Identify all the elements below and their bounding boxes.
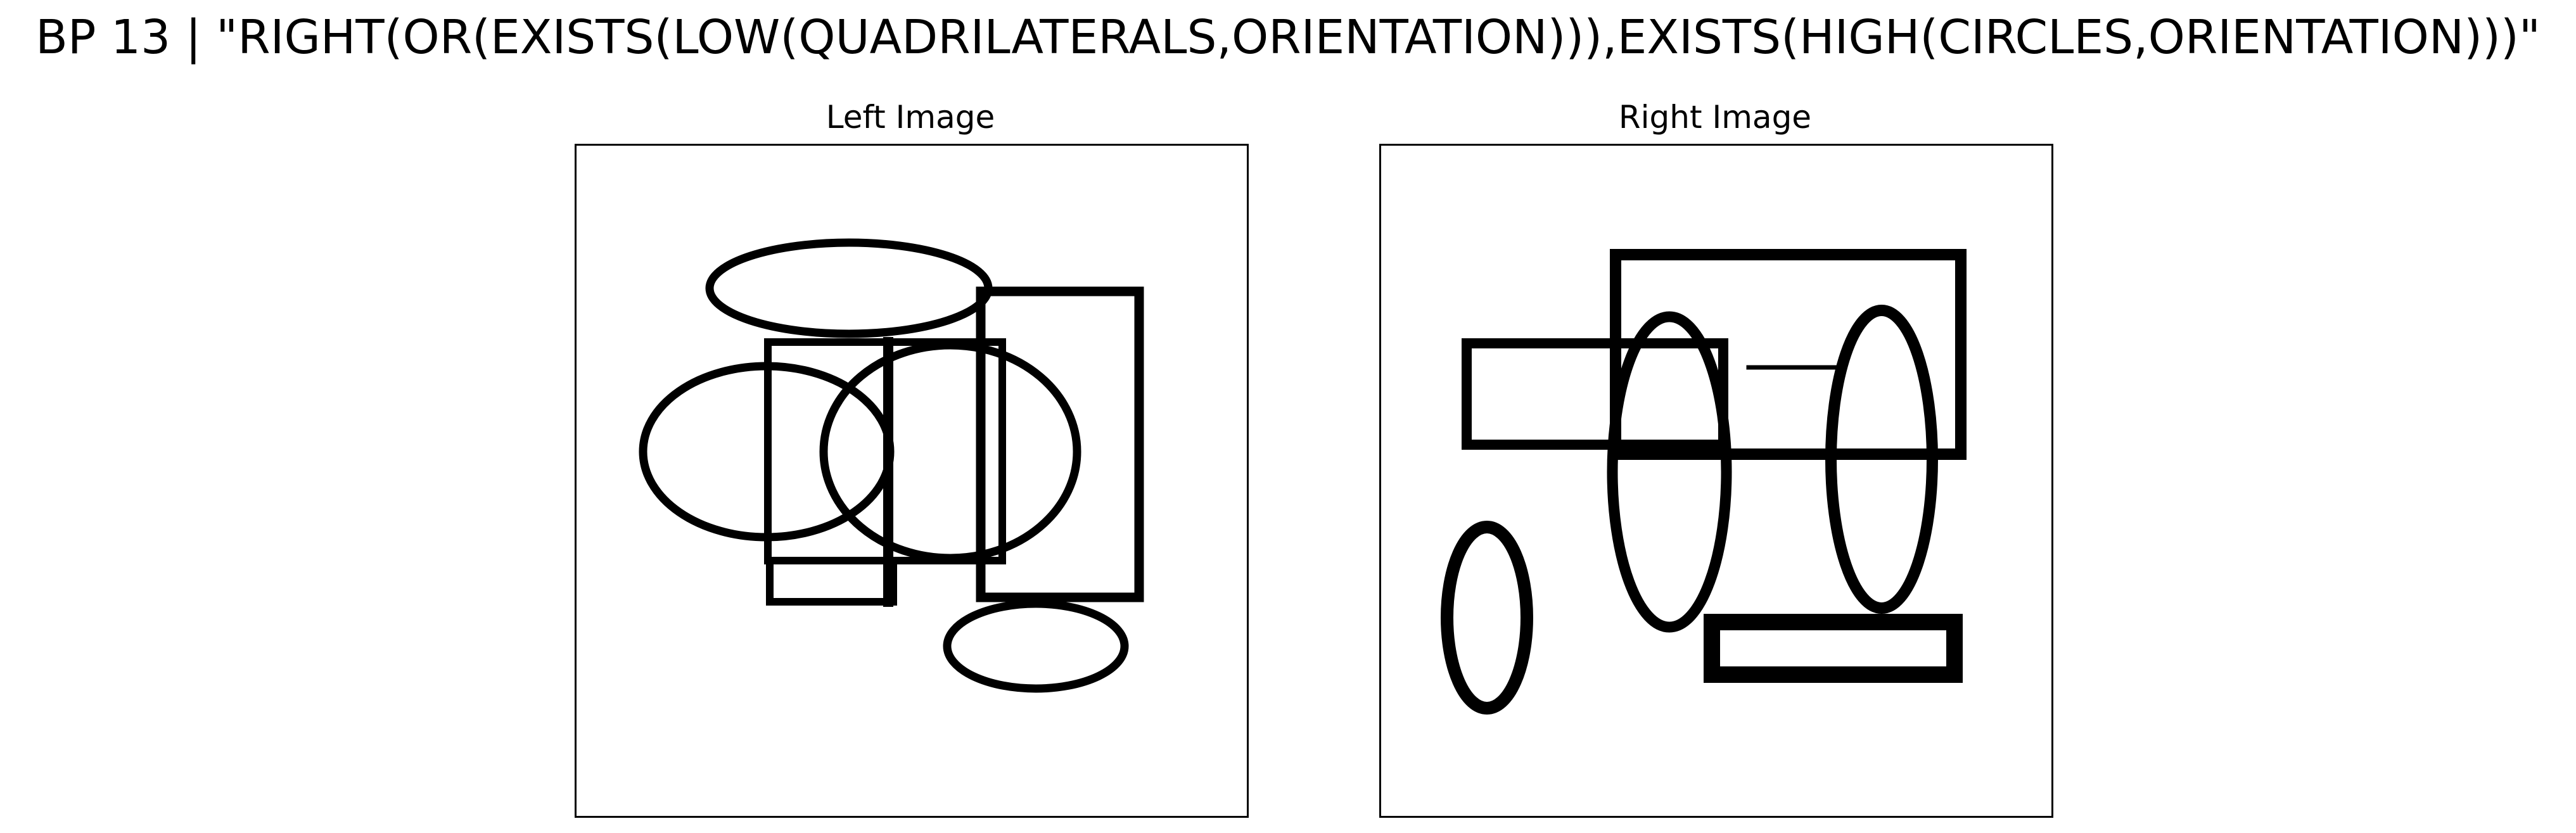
left-top-ellipse [705,238,993,338]
right-center-ellipse [1607,311,1732,633]
right-left-rectangle [1462,338,1728,450]
right-tall-ellipse [1825,305,1938,614]
right-small-ellipse [1441,521,1533,715]
figure-title: BP 13 | "RIGHT(OR(EXISTS(LOW(QUADRILATER… [35,10,2541,65]
right-image-panel [1379,144,2053,818]
left-lower-rectangle [766,557,897,606]
left-tall-rectangle [976,286,1144,602]
right-image-canvas [1441,249,1967,715]
left-bottom-ellipse [943,599,1129,693]
left-image-panel [575,144,1249,818]
left-right-ellipse [819,341,1081,563]
right-bottom-rectangle [1704,614,1963,683]
right-top-rectangle [1610,249,1967,460]
left-panel-title: Left Image [826,99,995,136]
left-image-canvas [639,238,1144,693]
right-panel-title: Right Image [1618,99,1812,136]
